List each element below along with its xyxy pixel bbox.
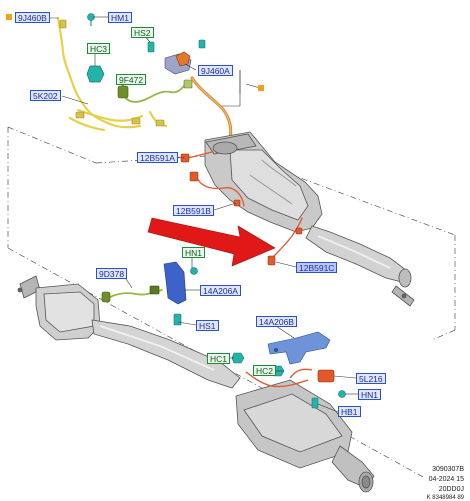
sensor-connector-icon	[183, 79, 193, 89]
label-14A206A: 14A206A	[200, 285, 241, 296]
diagram-engine: 20DD0J	[438, 486, 464, 493]
diagram-date: 04-2024 15	[428, 476, 464, 483]
label-HS1: HS1	[196, 320, 219, 331]
label-HM1: HM1	[108, 12, 132, 23]
highlight-arrow	[147, 217, 276, 267]
rear-muffler	[235, 379, 375, 493]
bolt-hs2-icon	[147, 41, 155, 53]
bolt-icon	[198, 39, 206, 49]
catalytic-converter	[204, 131, 323, 233]
clip-hc3-icon	[86, 65, 105, 83]
temp-sensor-wires	[187, 151, 303, 259]
diagram-code: 3090307B	[432, 466, 464, 473]
wire-5L216	[245, 371, 309, 388]
front-pipe-assembly	[17, 275, 241, 389]
bracket-14A206B-icon	[267, 331, 331, 365]
label-HC1: HC1	[207, 353, 231, 364]
label-HC2: HC2	[253, 365, 277, 376]
label-9J460A: 9J460A	[198, 65, 233, 76]
harness-connectors	[59, 19, 165, 127]
label-HC3: HC3	[87, 43, 111, 54]
callout-marker	[258, 85, 264, 91]
label-9J460B: 9J460B	[15, 12, 50, 23]
label-12B591C: 12B591C	[296, 262, 338, 273]
sensor-connector-icon	[117, 85, 129, 99]
clip-hn1-icon	[338, 390, 346, 398]
diagram-ref: K 8348984 89	[426, 495, 464, 501]
sensor-plug-icon	[295, 227, 303, 235]
label-HB1: HB1	[338, 406, 361, 417]
bracket-14A206A-icon	[163, 261, 187, 305]
intermediate-pipe	[305, 225, 415, 307]
label-12B591B: 12B591B	[173, 205, 214, 216]
sensor-harness-9F472	[121, 83, 187, 103]
callout-marker	[6, 14, 12, 20]
sensor-12B591A-icon	[180, 153, 190, 163]
egr-tube	[190, 76, 233, 142]
sensor-connector-icon	[101, 291, 111, 303]
label-HN1-bottom: HN1	[358, 389, 382, 400]
label-9F472: 9F472	[116, 74, 147, 85]
label-HN1-top: HN1	[182, 247, 206, 258]
bolt-hb1-icon	[311, 397, 319, 409]
label-14A206B: 14A206B	[256, 316, 297, 327]
sensor-connector-icon	[149, 285, 160, 295]
label-5L216: 5L216	[356, 373, 386, 384]
label-12B591A: 12B591A	[137, 152, 178, 163]
sensor-12B591C-icon	[267, 255, 276, 266]
label-HS2: HS2	[131, 27, 154, 38]
label-9D378: 9D378	[96, 268, 128, 279]
label-5K202: 5K202	[30, 90, 61, 101]
module-5L216-icon	[317, 369, 335, 383]
sensor-12B591B-icon	[189, 171, 199, 182]
sensor-plug-icon	[233, 199, 241, 207]
clip-hn1-icon	[190, 267, 198, 275]
bolt-hs1-icon	[173, 313, 182, 326]
